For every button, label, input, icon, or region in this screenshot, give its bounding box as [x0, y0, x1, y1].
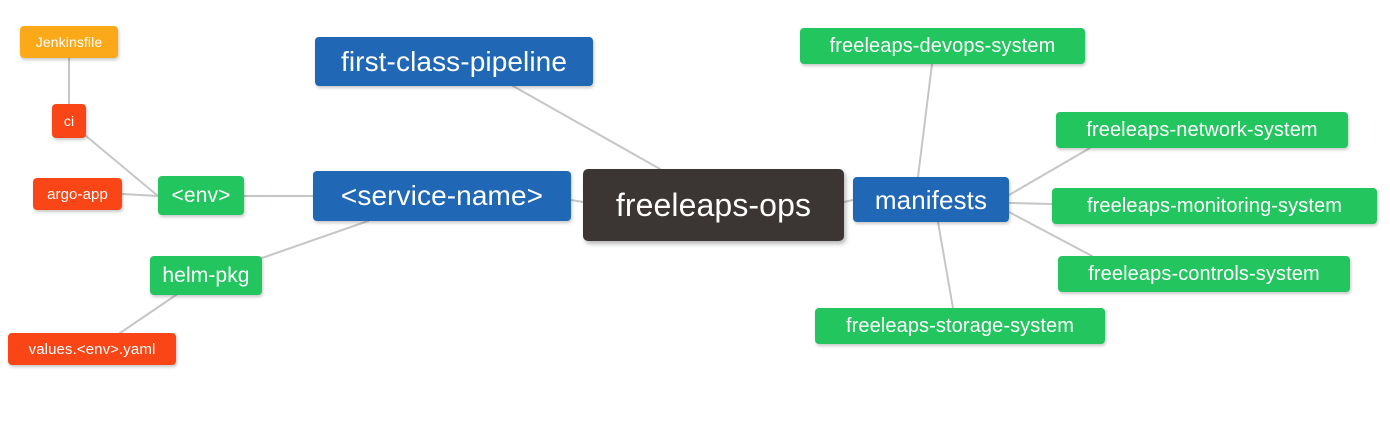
mindmap-node-argo-app[interactable]: argo-app: [33, 178, 122, 210]
mindmap-node-env[interactable]: <env>: [158, 176, 244, 215]
mindmap-node-manifests[interactable]: manifests: [853, 177, 1009, 222]
mindmap-edge-helm-pkg-to-values-yaml: [119, 294, 177, 334]
mindmap-node-service-name[interactable]: <service-name>: [313, 171, 571, 221]
mindmap-edge-argo-app-to-env: [121, 193, 159, 197]
mindmap-node-values-yaml[interactable]: values.<env>.yaml: [8, 333, 176, 365]
mindmap-node-devops[interactable]: freeleaps-devops-system: [800, 28, 1085, 64]
mindmap-edge-manifests-to-storage: [937, 221, 954, 309]
mindmap-node-freeleaps-ops[interactable]: freeleaps-ops: [583, 169, 844, 241]
mindmap-edge-service-name-to-freeleaps-ops: [570, 199, 584, 203]
mindmap-node-pipeline[interactable]: first-class-pipeline: [315, 37, 593, 86]
mindmap-node-helm-pkg[interactable]: helm-pkg: [150, 256, 262, 295]
mindmap-node-storage[interactable]: freeleaps-storage-system: [815, 308, 1105, 344]
mindmap-edge-pipeline-to-freeleaps-ops: [512, 85, 661, 170]
mindmap-edge-manifests-to-devops: [917, 63, 933, 178]
mindmap-edge-freeleaps-ops-to-manifests: [843, 199, 854, 203]
mindmap-node-network[interactable]: freeleaps-network-system: [1056, 112, 1348, 148]
mindmap-node-controls[interactable]: freeleaps-controls-system: [1058, 256, 1350, 292]
mindmap-edge-manifests-to-monitoring: [1008, 202, 1053, 205]
mindmap-node-ci[interactable]: ci: [52, 104, 86, 138]
mindmap-edge-service-name-to-helm-pkg: [261, 220, 369, 259]
mindmap-node-jenkinsfile[interactable]: Jenkinsfile: [20, 26, 118, 58]
mindmap-node-monitoring[interactable]: freeleaps-monitoring-system: [1052, 188, 1377, 224]
